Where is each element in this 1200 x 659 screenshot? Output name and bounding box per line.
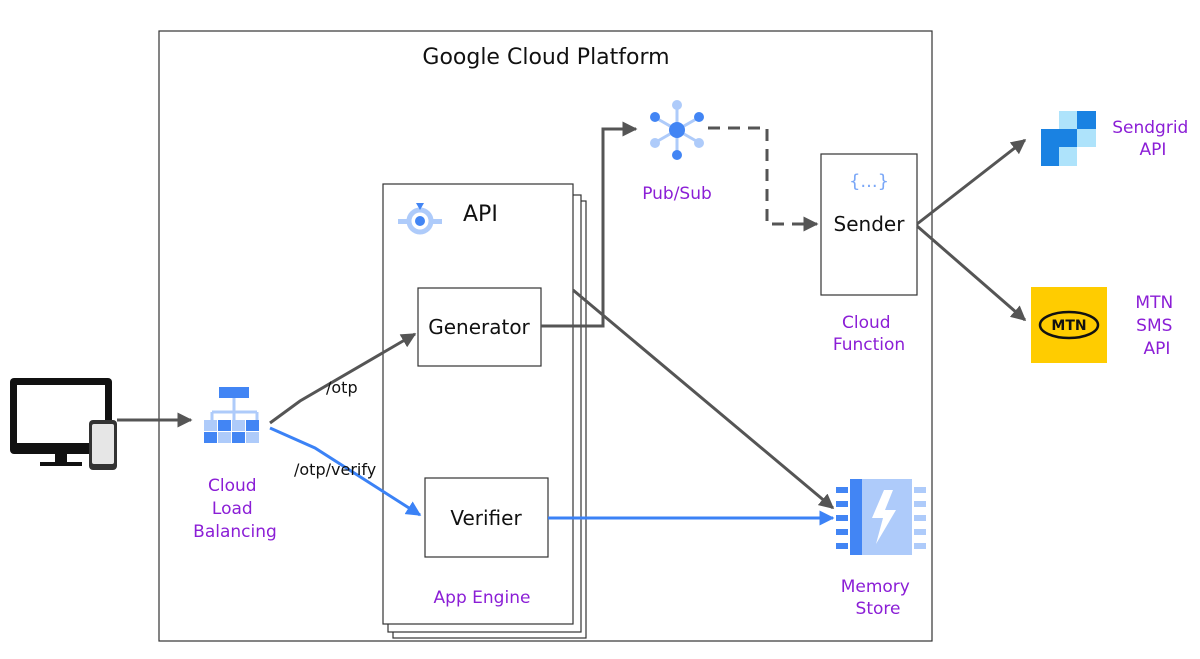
route-otp-verify-label: /otp/verify (294, 460, 376, 479)
gcp-container (158, 30, 933, 642)
load-balancer-caption: Cloud Load Balancing (193, 476, 277, 542)
memory-store-caption: Memory Store (841, 577, 916, 619)
mtn-logo-text: MTN (1051, 318, 1086, 334)
arrow-lb-to-verifier (269, 426, 422, 517)
cloud-function-caption: Cloud Function (833, 313, 905, 355)
client-devices-icon (10, 378, 117, 470)
cloud-function-icon: {...} (849, 171, 889, 192)
sendgrid-logo (1041, 111, 1096, 166)
arrow-sender-to-mtn (916, 224, 1027, 322)
memory-store-icon (836, 479, 926, 555)
mtn-logo: MTN (1031, 287, 1107, 363)
pubsub-icon (650, 100, 704, 160)
arrow-pubsub-to-sender (708, 126, 819, 232)
arrow-lb-to-generator (269, 332, 417, 425)
arrow-generator-to-memorystore (572, 288, 835, 510)
arrow-sender-to-sendgrid (916, 138, 1027, 226)
pubsub-caption: Pub/Sub (642, 184, 712, 204)
route-otp-label: /otp (326, 378, 358, 397)
app-engine-stack (382, 183, 587, 639)
verifier-box (424, 477, 549, 558)
gcp-title: Google Cloud Platform (422, 45, 669, 70)
sendgrid-caption: Sendgrid API (1112, 118, 1194, 160)
load-balancer-icon (204, 387, 259, 443)
api-title: API (463, 202, 498, 227)
sender-label: Sender (834, 212, 906, 236)
app-engine-caption: App Engine (434, 588, 531, 608)
app-engine-icon (398, 203, 442, 235)
verifier-label: Verifier (450, 506, 522, 530)
generator-label: Generator (428, 315, 530, 339)
mtn-caption: MTN SMS API (1135, 293, 1178, 359)
cloud-function-box (820, 153, 918, 296)
arrow-generator-to-pubsub (541, 121, 638, 328)
